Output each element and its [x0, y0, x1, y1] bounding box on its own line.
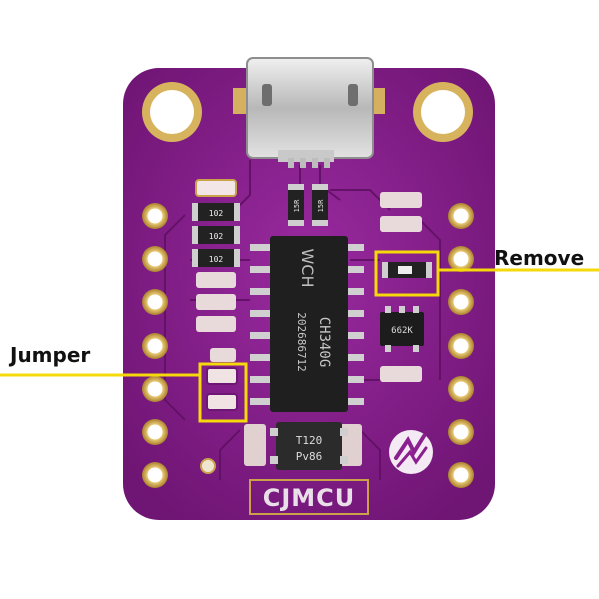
crystal-label-1: T120: [296, 434, 323, 447]
led: [195, 179, 237, 197]
brand-silkscreen: CJMCU: [249, 479, 369, 515]
crystal-oscillator: T120 Pv86: [244, 422, 362, 470]
jumper-label: Jumper: [10, 343, 91, 367]
capacitors-right: [380, 192, 422, 382]
remove-label: Remove: [494, 246, 585, 270]
ch340g-chip: WCH CH340G 202686712: [250, 236, 364, 412]
remove-highlight: [374, 250, 599, 297]
brand-text: CJMCU: [263, 484, 356, 512]
chip-serial: 202686712: [295, 312, 308, 372]
chip-logo: WCH: [298, 248, 317, 287]
header-pins-left: [142, 203, 168, 488]
regulator-label: 662K: [391, 326, 413, 336]
resistor-label-4: 15R: [293, 199, 301, 212]
mounting-hole-right: [413, 82, 473, 142]
resistor-label-3: 102: [209, 255, 224, 264]
crystal-label-2: Pv86: [296, 450, 323, 463]
resistor-label-1: 102: [209, 209, 224, 218]
resistor-array-left: 102 102 102: [192, 203, 240, 332]
micro-usb-connector: [233, 57, 385, 168]
cjmcu-logo-icon: [389, 430, 433, 474]
resistor-label-2: 102: [209, 232, 224, 241]
remove-resistor: [382, 262, 432, 278]
resistor-label-5: 15R: [317, 199, 325, 212]
mounting-hole-left: [142, 82, 202, 142]
via-hole: [200, 458, 216, 474]
jumper-pads: [206, 348, 238, 411]
chip-model: CH340G: [316, 317, 332, 368]
resistors-top: 15R 15R: [288, 184, 328, 226]
jumper-highlight: [0, 362, 248, 423]
voltage-regulator: 662K: [380, 306, 424, 352]
header-pins-right: [448, 203, 474, 488]
